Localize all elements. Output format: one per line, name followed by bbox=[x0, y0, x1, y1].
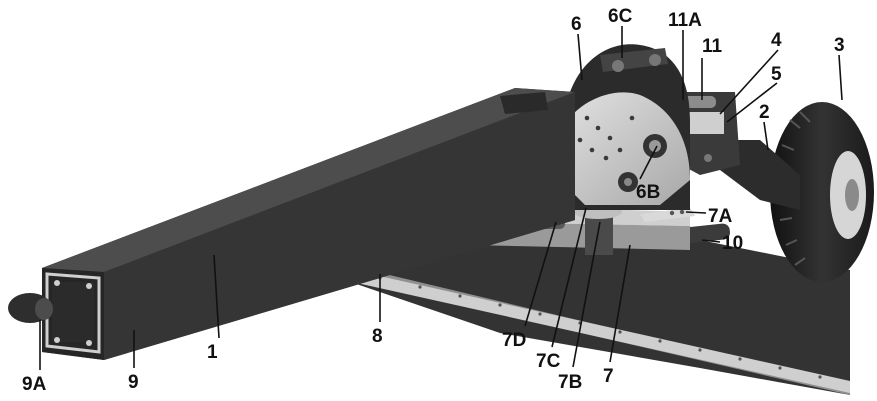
side-plate-bolts bbox=[577, 115, 635, 161]
leader-6 bbox=[577, 33, 583, 81]
label-5: 5 bbox=[771, 64, 782, 85]
label-10: 10 bbox=[722, 233, 743, 254]
main-beam bbox=[42, 88, 575, 360]
turntable-post bbox=[585, 215, 613, 255]
blade bbox=[330, 225, 850, 395]
side-plate bbox=[560, 92, 690, 205]
label-7b: 7B bbox=[558, 372, 582, 393]
wheel-hub bbox=[845, 179, 859, 211]
wheel bbox=[770, 102, 874, 282]
label-7c: 7C bbox=[536, 351, 561, 372]
leader-3 bbox=[838, 54, 843, 101]
leader-7c bbox=[551, 207, 587, 348]
label-11a: 11A bbox=[668, 10, 702, 31]
beam-top-face bbox=[42, 88, 575, 272]
label-4: 4 bbox=[771, 30, 782, 51]
label-7: 7 bbox=[603, 366, 614, 387]
label-7a: 7A bbox=[708, 206, 733, 227]
label-6: 6 bbox=[571, 14, 582, 35]
bracket-plate bbox=[684, 112, 724, 134]
label-9a: 9A bbox=[22, 374, 47, 395]
label-1: 1 bbox=[207, 342, 218, 363]
leader-7d bbox=[524, 221, 557, 327]
label-6c: 6C bbox=[608, 6, 633, 27]
leader-7b bbox=[572, 221, 601, 368]
label-6b: 6B bbox=[636, 182, 660, 203]
beam-side-face bbox=[104, 92, 575, 360]
leader-1 bbox=[213, 254, 220, 339]
leader-6b bbox=[639, 145, 658, 180]
label-11: 11 bbox=[702, 36, 723, 57]
bracket-bolt bbox=[704, 154, 712, 162]
leader-lines bbox=[39, 26, 843, 370]
leader-10 bbox=[701, 239, 721, 243]
label-2: 2 bbox=[759, 102, 770, 123]
labels: 1 2 3 4 5 6 6B 6C 7 7A 7B 7C 7D 8 9 9A 1… bbox=[22, 6, 845, 395]
hitch-ball bbox=[8, 293, 53, 323]
leader-2 bbox=[763, 121, 769, 151]
leader-5 bbox=[726, 82, 778, 123]
label-3: 3 bbox=[834, 35, 845, 56]
leader-7a bbox=[685, 211, 707, 214]
leader-7 bbox=[609, 244, 631, 363]
label-9: 9 bbox=[128, 372, 139, 393]
label-7d: 7D bbox=[502, 330, 526, 351]
label-8: 8 bbox=[372, 326, 383, 347]
leader-4 bbox=[719, 49, 779, 115]
